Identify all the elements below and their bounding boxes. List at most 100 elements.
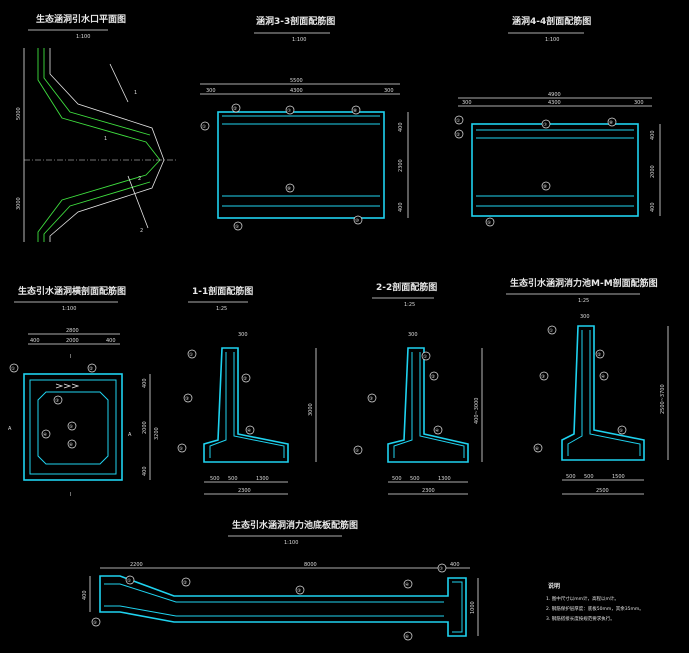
secMM-bar-outer	[567, 330, 583, 456]
sec33-marker-2	[231, 103, 241, 113]
secMM-bar-inner	[589, 330, 641, 456]
secMM-scale: 1:25	[578, 298, 589, 304]
notes-item-3: 3. 钢筋搭接长度按规范要求执行。	[546, 615, 615, 622]
sec22-title: 2-2剖面配筋图	[376, 281, 437, 293]
notes-item-1: 1. 图中尺寸以mm计，高程以m计。	[546, 595, 619, 602]
culvert-marker-2	[87, 363, 97, 373]
sec44-marker-9	[541, 181, 551, 191]
sec44-dim-total: 4900	[548, 92, 561, 98]
plan-scale: 1:100	[76, 34, 90, 40]
basin-marker-5-label: ⑤	[93, 620, 97, 626]
sec22-dim-b3: 1300	[438, 476, 451, 482]
sec11-dim-b3: 1300	[256, 476, 269, 482]
culvert-outer-wall	[23, 373, 123, 481]
culvert-marker-3	[53, 395, 63, 405]
culvert-dim-v1: 400	[142, 378, 148, 388]
sec11-dim-wall: 300	[238, 332, 248, 338]
plan-cut-label-2b: 2	[140, 228, 143, 234]
culvert-cut-left: A	[8, 426, 12, 432]
basin-marker-1	[125, 575, 135, 585]
secMM-marker-6	[533, 443, 543, 453]
culvert-arrow-1	[55, 383, 64, 389]
sec11-dim-height: 3000	[308, 403, 314, 416]
section-2-2: 2-2剖面配筋图 1:25 300 400~3000 500 500 1300 …	[353, 281, 483, 495]
basin-marker-7-label: ⑦	[439, 566, 443, 572]
culvert-cross-section: 生态引水涵洞横剖面配筋图 1:100 2800 400 2000 400 400…	[8, 285, 160, 498]
plan-wall-lower-outer	[43, 181, 151, 242]
sec33-marker-8	[351, 105, 361, 115]
secMM-title: 生态引水涵洞消力池M-M剖面配筋图	[510, 277, 658, 289]
secMM-dim-b1: 500	[566, 474, 576, 480]
sec33-marker-5	[233, 221, 243, 231]
sec44-outline	[471, 123, 639, 217]
culvert-marker-1	[9, 363, 19, 373]
sec22-dim-b1: 500	[392, 476, 402, 482]
sec44-dim-right: 300	[634, 100, 644, 106]
basin-marker-4-label: ④	[405, 582, 409, 588]
sec44-marker-5	[485, 217, 495, 227]
secMM-dim-height: 2500~3700	[660, 384, 666, 414]
secMM-marker-6-label: ⑥	[535, 446, 539, 452]
culvert-marker-4-label: ④	[43, 432, 47, 438]
secMM-marker-5	[617, 425, 627, 435]
plan-cut-label-1a: 1	[134, 90, 137, 96]
sec44-marker-7	[541, 119, 551, 129]
sec44-marker-8	[607, 117, 617, 127]
culvert-outer-bar	[29, 379, 117, 475]
sec44-dim-v1: 400	[650, 130, 656, 140]
basin-bottom-bar	[104, 605, 444, 617]
sec33-marker-8-label: ⑧	[353, 108, 357, 114]
sec11-bar-inner	[233, 352, 285, 458]
basin-section: 生态引水涵洞消力池底板配筋图 1:100 2200 8000 400 400 1…	[82, 519, 479, 641]
sec44-marker-8-label: ⑧	[609, 120, 613, 126]
sec44-dim-v2: 2000	[650, 165, 656, 178]
basin-marker-3-label: ③	[297, 588, 301, 594]
sec11-marker-2	[241, 373, 251, 383]
sec22-wall-outline	[387, 347, 469, 463]
plan-wall-lower-line	[49, 159, 165, 242]
culvert-dim-total-v: 3200	[154, 427, 160, 440]
secMM-marker-1-label: ①	[549, 328, 553, 334]
sec33-dim-left: 300	[206, 88, 216, 94]
culvert-cut-bottom: I	[70, 492, 71, 498]
basin-dim-slope: 2200	[130, 562, 143, 568]
sec33-dim-v3: 400	[398, 202, 404, 212]
sec22-marker-4-label: ④	[435, 428, 439, 434]
sec11-marker-3-label: ③	[185, 396, 189, 402]
basin-dim-thick: 400	[82, 590, 88, 600]
sec22-marker-5-label: ⑤	[355, 448, 359, 454]
plan-wall-upper-line	[49, 48, 165, 161]
sec11-dim-b1: 500	[210, 476, 220, 482]
section-1-1: 1-1剖面配筋图 1:25 300 3000 500 500 1300 2300…	[177, 285, 317, 495]
sec33-scale: 1:100	[292, 37, 306, 43]
basin-marker-2-label: ②	[183, 580, 187, 586]
sec44-marker-2	[454, 129, 464, 139]
sec11-scale: 1:25	[216, 306, 227, 312]
plan-cut-line-1	[109, 63, 129, 103]
plan-cut-line-2	[127, 175, 149, 229]
sec44-dim-v3: 400	[650, 202, 656, 212]
sec33-dim-right: 300	[384, 88, 394, 94]
basin-sill-bar	[452, 581, 463, 633]
sec44-marker-1-label: ①	[456, 118, 460, 124]
culvert-dim-v2: 2000	[142, 421, 148, 434]
basin-marker-4	[403, 579, 413, 589]
basin-dim-sill: 1000	[470, 601, 476, 614]
culvert-cut-top: I	[70, 354, 71, 360]
sec11-marker-5-label: ⑤	[179, 446, 183, 452]
sec22-dim-b2: 500	[410, 476, 420, 482]
culvert-dim-right: 400	[106, 338, 116, 344]
culvert-marker-3-label: ③	[55, 398, 59, 404]
secMM-marker-5-label: ⑤	[619, 428, 623, 434]
culvert-dim-v3: 400	[142, 466, 148, 476]
notes-item-2: 2. 钢筋保护层厚度：底板50mm，其余35mm。	[546, 605, 644, 612]
sec11-marker-4	[245, 425, 255, 435]
secMM-marker-4	[599, 371, 609, 381]
culvert-arrow-3	[71, 383, 80, 389]
culvert-dim-left: 400	[30, 338, 40, 344]
sec22-marker-4	[433, 425, 443, 435]
sec33-marker-7-label: ⑦	[287, 108, 291, 114]
culvert-marker-4	[41, 429, 51, 439]
basin-marker-6-label: ⑥	[405, 634, 409, 640]
